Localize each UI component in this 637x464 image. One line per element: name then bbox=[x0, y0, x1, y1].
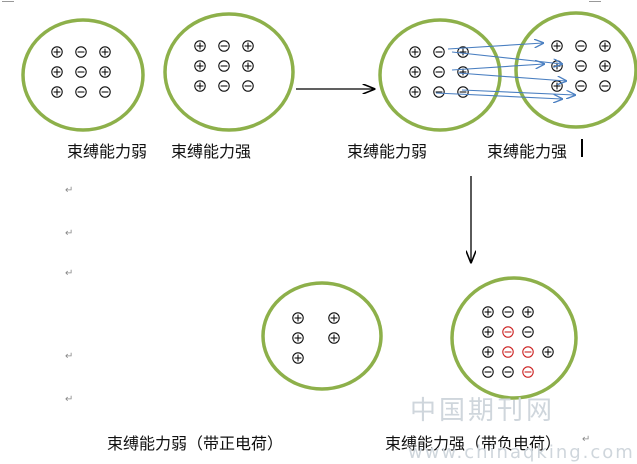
electron-transfer-arrows bbox=[435, 43, 575, 99]
positive-charge-icon bbox=[328, 332, 340, 344]
transfer-arrow bbox=[451, 64, 544, 71]
label-weak-binding-2: 束缚能力弱 bbox=[347, 142, 428, 161]
atom-circle-b bbox=[163, 12, 295, 132]
negative-charge-icon bbox=[433, 66, 445, 78]
text-cursor bbox=[581, 139, 583, 157]
positive-charge-icon bbox=[457, 66, 469, 78]
positive-charge-icon bbox=[482, 326, 494, 338]
transfer-arrow bbox=[451, 51, 562, 64]
charge-group-f bbox=[482, 306, 554, 378]
paragraph-mark: ↵ bbox=[65, 351, 74, 362]
positive-charge-icon bbox=[194, 60, 206, 72]
negative-charge-icon bbox=[75, 46, 87, 58]
charge-group-a bbox=[51, 46, 111, 98]
negative-charge-icon bbox=[433, 46, 445, 58]
positive-charge-icon bbox=[328, 312, 340, 324]
positive-charge-icon bbox=[599, 60, 611, 72]
transfer-arrow bbox=[461, 89, 575, 95]
negative-charge-icon bbox=[502, 346, 514, 358]
positive-charge-icon bbox=[99, 66, 111, 78]
paragraph-mark: ↵ bbox=[582, 434, 591, 445]
negative-charge-icon bbox=[218, 60, 230, 72]
atom-circle-e bbox=[261, 281, 383, 391]
positive-charge-icon bbox=[551, 80, 563, 92]
negative-charge-icon bbox=[502, 326, 514, 338]
negative-charge-icon bbox=[522, 366, 534, 378]
label-weak-positive: 束缚能力弱（带正电荷） bbox=[107, 434, 284, 453]
atom-circle-a bbox=[21, 18, 145, 132]
negative-charge-icon bbox=[502, 366, 514, 378]
negative-charge-icon bbox=[99, 86, 111, 98]
transfer-arrow bbox=[447, 43, 543, 50]
positive-charge-icon bbox=[599, 40, 611, 52]
page-corner-mark bbox=[589, 1, 601, 2]
atom-circle-d bbox=[514, 11, 637, 129]
charge-group-d bbox=[551, 40, 611, 92]
positive-charge-icon bbox=[194, 80, 206, 92]
negative-charge-icon bbox=[75, 66, 87, 78]
positive-charge-icon bbox=[51, 66, 63, 78]
positive-charge-icon bbox=[542, 346, 554, 358]
negative-charge-icon bbox=[482, 366, 494, 378]
positive-charge-icon bbox=[482, 306, 494, 318]
transfer-arrow bbox=[457, 72, 566, 81]
paragraph-mark: ↵ bbox=[65, 268, 74, 279]
paragraph-mark: ↵ bbox=[65, 394, 74, 405]
negative-charge-icon bbox=[599, 80, 611, 92]
negative-charge-icon bbox=[522, 326, 534, 338]
label-weak-binding-1: 束缚能力弱 bbox=[67, 142, 148, 161]
positive-charge-icon bbox=[409, 66, 421, 78]
positive-charge-icon bbox=[99, 46, 111, 58]
paragraph-mark: ↵ bbox=[65, 185, 74, 196]
positive-charge-icon bbox=[292, 352, 304, 364]
positive-charge-icon bbox=[292, 312, 304, 324]
positive-charge-icon bbox=[522, 306, 534, 318]
negative-charge-icon bbox=[522, 346, 534, 358]
negative-charge-icon bbox=[575, 60, 587, 72]
positive-charge-icon bbox=[242, 60, 254, 72]
positive-charge-icon bbox=[457, 46, 469, 58]
positive-charge-icon bbox=[551, 40, 563, 52]
negative-charge-icon bbox=[575, 80, 587, 92]
negative-charge-icon bbox=[218, 80, 230, 92]
positive-charge-icon bbox=[51, 46, 63, 58]
charge-group-b bbox=[194, 40, 254, 92]
negative-charge-icon bbox=[457, 86, 469, 98]
atom-circle-c bbox=[378, 18, 502, 132]
label-strong-binding-2: 束缚能力强 bbox=[487, 142, 568, 161]
label-strong-binding-1: 束缚能力强 bbox=[171, 142, 252, 161]
negative-charge-icon bbox=[502, 306, 514, 318]
page-corner-mark bbox=[2, 1, 14, 2]
transfer-arrow bbox=[435, 92, 562, 99]
atom-circle-f bbox=[450, 276, 578, 400]
charge-group-c bbox=[409, 46, 469, 98]
watermark-url: www.chinaqking.com bbox=[408, 442, 635, 463]
negative-charge-icon bbox=[218, 40, 230, 52]
negative-charge-icon bbox=[575, 40, 587, 52]
positive-charge-icon bbox=[242, 40, 254, 52]
label-strong-negative: 束缚能力强（带负电荷） bbox=[385, 434, 562, 453]
positive-charge-icon bbox=[292, 332, 304, 344]
negative-charge-icon bbox=[75, 86, 87, 98]
positive-charge-icon bbox=[194, 40, 206, 52]
paragraph-mark: ↵ bbox=[65, 228, 74, 239]
positive-charge-icon bbox=[482, 346, 494, 358]
watermark-chinese: 中国期刊网 bbox=[410, 396, 556, 426]
negative-charge-icon bbox=[433, 86, 445, 98]
positive-charge-icon bbox=[409, 86, 421, 98]
positive-charge-icon bbox=[409, 46, 421, 58]
positive-charge-icon bbox=[551, 60, 563, 72]
charge-group-e bbox=[292, 312, 340, 364]
positive-charge-icon bbox=[51, 86, 63, 98]
negative-charge-icon bbox=[242, 80, 254, 92]
